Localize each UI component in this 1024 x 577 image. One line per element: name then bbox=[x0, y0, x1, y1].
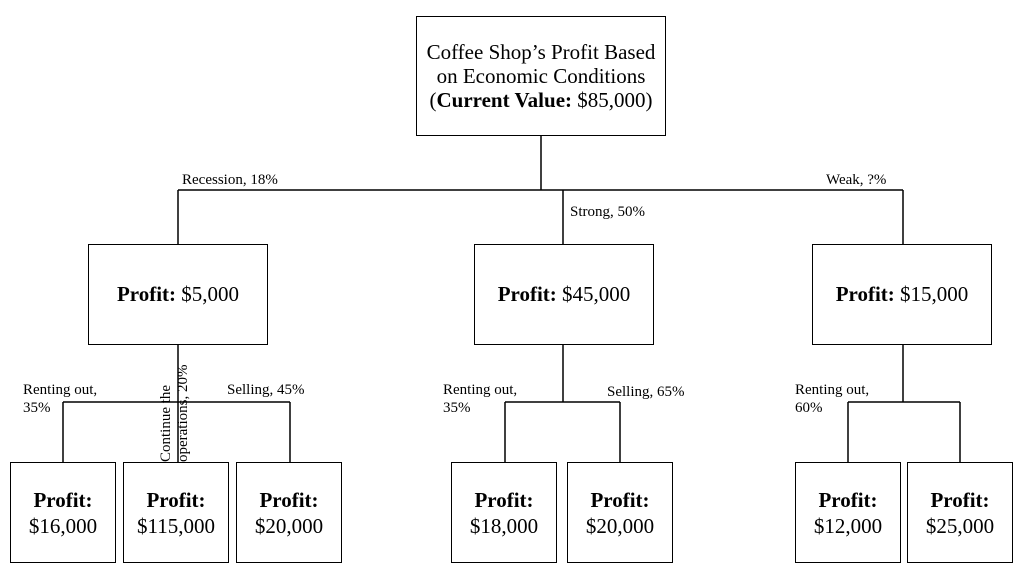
edge-label-strong: Strong, 50% bbox=[570, 204, 645, 220]
root-value: $85,000 bbox=[577, 88, 646, 112]
profit-label: Profit: bbox=[33, 487, 93, 512]
leaf-profit-value: $16,000 bbox=[28, 513, 98, 538]
leaf-profit-value: $18,000 bbox=[469, 513, 539, 538]
profit-label: Profit: bbox=[474, 487, 534, 512]
edge-label-recession: Recession, 18% bbox=[182, 172, 278, 188]
leaf-profit-value: $25,000 bbox=[925, 513, 995, 538]
node-recession-profit: $5,000 bbox=[181, 282, 240, 306]
profit-label: Profit: bbox=[116, 282, 177, 306]
edge-label-strong-renting: Renting out, 35% bbox=[443, 382, 518, 416]
node-strong-profit: $45,000 bbox=[562, 282, 631, 306]
leaf-profit-value: $12,000 bbox=[813, 513, 883, 538]
leaf-profit-value: $20,000 bbox=[254, 513, 324, 538]
profit-label: Profit: bbox=[818, 487, 878, 512]
profit-label: Profit: bbox=[590, 487, 650, 512]
leaf-recession-renting: Profit: $16,000 bbox=[10, 462, 116, 563]
leaf-strong-renting: Profit: $18,000 bbox=[451, 462, 557, 563]
profit-label: Profit: bbox=[930, 487, 990, 512]
node-weak-profit: $15,000 bbox=[900, 282, 969, 306]
edge-label-weak-renting: Renting out, 60% bbox=[795, 382, 870, 416]
root-title-line2: on Economic Conditions bbox=[436, 64, 646, 88]
edge-label-weak: Weak, ?% bbox=[826, 172, 887, 188]
root-node: Coffee Shop’s Profit Based on Economic C… bbox=[416, 16, 666, 136]
edge-label-recession-continue: Continue the operations, 20% bbox=[158, 364, 191, 462]
node-strong: Profit: $45,000 bbox=[474, 244, 654, 345]
node-weak: Profit: $15,000 bbox=[812, 244, 992, 345]
edge-label-recession-selling: Selling, 45% bbox=[227, 382, 305, 398]
profit-label: Profit: bbox=[259, 487, 319, 512]
leaf-strong-selling: Profit: $20,000 bbox=[567, 462, 673, 563]
leaf-recession-selling: Profit: $20,000 bbox=[236, 462, 342, 563]
leaf-weak-other: Profit: $25,000 bbox=[907, 462, 1013, 563]
profit-label: Profit: bbox=[146, 487, 206, 512]
root-title-line1: Coffee Shop’s Profit Based bbox=[426, 40, 656, 64]
leaf-profit-value: $20,000 bbox=[585, 513, 655, 538]
root-value-label: Current Value: bbox=[436, 88, 573, 112]
root-current-value: (Current Value: $85,000) bbox=[429, 88, 653, 112]
node-recession: Profit: $5,000 bbox=[88, 244, 268, 345]
leaf-recession-continue: Profit: $115,000 bbox=[123, 462, 229, 563]
profit-label: Profit: bbox=[497, 282, 557, 306]
edge-label-recession-renting: Renting out, 35% bbox=[23, 382, 98, 416]
leaf-profit-value: $115,000 bbox=[137, 513, 215, 538]
leaf-weak-renting: Profit: $12,000 bbox=[795, 462, 901, 563]
profit-label: Profit: bbox=[835, 282, 895, 306]
edge-label-strong-selling: Selling, 65% bbox=[607, 384, 685, 400]
